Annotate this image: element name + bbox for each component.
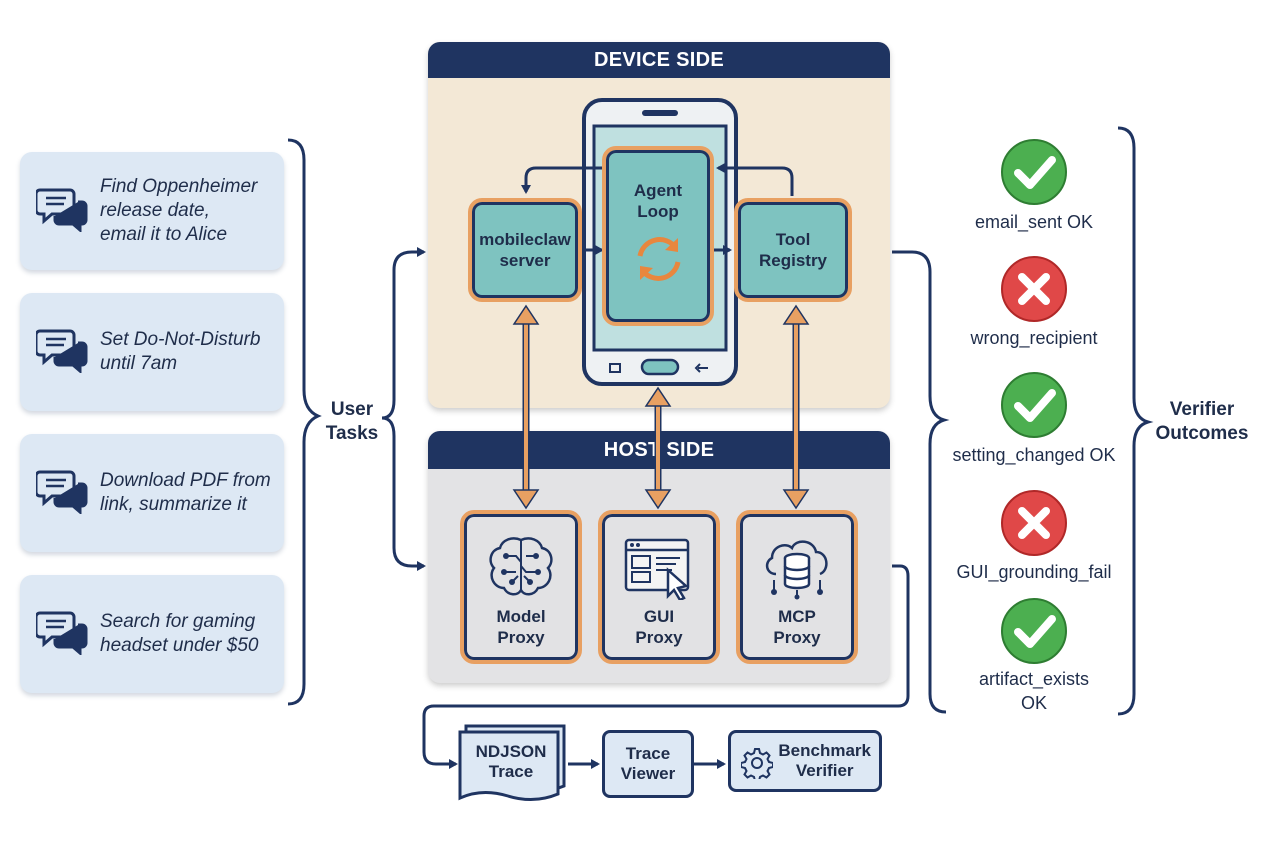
cloud-database-icon [765, 540, 828, 600]
tool-registry-box: Tool Registry [734, 198, 852, 302]
check-icon [1001, 372, 1067, 438]
gui-proxy-label: GUI Proxy [635, 607, 683, 647]
task-text: Set Do-Not-Disturb until 7am [100, 329, 261, 374]
outcome-label: GUI_grounding_fail [956, 562, 1112, 582]
outcome-label: setting_changed OK [952, 445, 1116, 465]
task-card: Search for gaming headset under $50 [20, 575, 284, 693]
device-side-title: DEVICE SIDE [428, 42, 890, 78]
chat-bubbles-icon [36, 611, 88, 655]
benchmark-verifier-box: Benchmark Verifier [728, 730, 882, 792]
cross-icon [1001, 490, 1067, 556]
cross-icon [1001, 256, 1067, 322]
tasks-to-device-arrow [381, 247, 426, 420]
agent-loop-label: Agent Loop [633, 181, 683, 221]
model-proxy-label: Model Proxy [496, 607, 546, 647]
outcome-label: wrong_recipient [970, 328, 1098, 348]
check-icon [1001, 598, 1067, 664]
task-card: Set Do-Not-Disturb until 7am [20, 293, 284, 411]
task-text: Search for gaming headset under $50 [100, 611, 259, 656]
chat-bubbles-icon [36, 470, 88, 514]
window-cursor-icon [624, 538, 690, 600]
phone-gui-proxy-arrow [644, 386, 672, 510]
ndjson-trace-document [458, 724, 566, 801]
chat-bubbles-icon [36, 329, 88, 373]
model-proxy-box: Model Proxy [460, 510, 582, 664]
trace-viewer-box: Trace Viewer [602, 730, 694, 798]
mobileclaw-server-label: mobileclaw server [479, 230, 571, 270]
registry-to-agent-arrow [716, 163, 794, 196]
verifier-outcomes-label: Verifier Outcomes [1155, 399, 1249, 444]
task-card: Download PDF from link, summarize it [20, 434, 284, 552]
trace-viewer-label: Trace Viewer [620, 744, 676, 783]
user-tasks-label: User Tasks [325, 399, 379, 444]
task-card: Find Oppenheimer release date, email it … [20, 152, 284, 270]
registry-mcp-proxy-arrow [782, 304, 810, 510]
tasks-brace [287, 138, 322, 706]
task-text: Download PDF from link, summarize it [100, 470, 271, 515]
outcome-label: email_sent OK [974, 212, 1094, 232]
brain-circuit-icon [489, 537, 553, 596]
tasks-to-host-arrow [381, 416, 426, 571]
check-icon [1001, 139, 1067, 205]
task-text: Find Oppenheimer release date, email it … [100, 176, 258, 245]
chat-bubbles-icon [36, 188, 88, 232]
mobileclaw-server-box: mobileclaw server [468, 198, 582, 302]
outcome-label: artifact_exists OK [978, 669, 1090, 713]
agent-to-server-arrow [521, 166, 606, 194]
mcp-proxy-label: MCP Proxy [773, 607, 821, 647]
ndjson-trace-label: NDJSON Trace [475, 742, 547, 781]
mcp-proxy-box: MCP Proxy [736, 510, 858, 664]
gear-icon [741, 748, 773, 779]
agent-loop-box: Agent Loop [602, 146, 714, 326]
tool-registry-label: Tool Registry [758, 230, 828, 270]
outcomes-brace-left [892, 250, 950, 714]
outcomes-brace-right [1117, 126, 1154, 716]
gui-proxy-box: GUI Proxy [598, 510, 720, 664]
server-model-proxy-arrow [512, 304, 540, 510]
host-to-trace-connector [422, 564, 910, 769]
refresh-cycle-icon [637, 237, 681, 281]
benchmark-verifier-label: Benchmark Verifier [778, 741, 871, 780]
